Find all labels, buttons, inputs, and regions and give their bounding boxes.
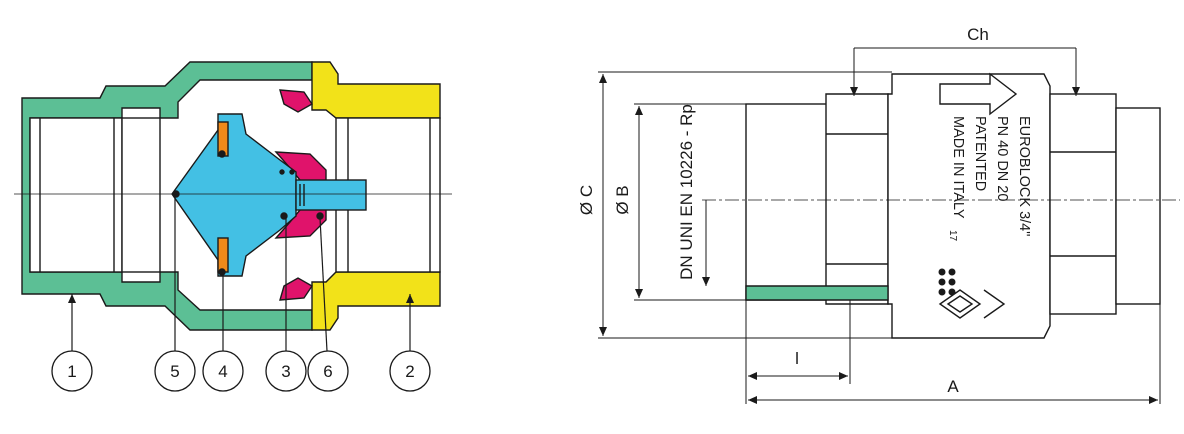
marking-pressure: PN 40 DN 20: [994, 116, 1010, 201]
svg-text:1: 1: [67, 362, 76, 381]
outlet-end: [1115, 107, 1161, 305]
marking-model: EUROBLOCK 3/4": [1016, 116, 1032, 236]
callout-leaders: [68, 196, 414, 352]
dim-label-oc: Ø C: [577, 185, 596, 215]
marking-patent: PATENTED: [972, 116, 988, 191]
svg-text:3: 3: [281, 362, 290, 381]
callout-4: 4: [202, 350, 244, 392]
body-marking: EUROBLOCK 3/4" PN 40 DN 20 PATENTED MADE…: [947, 116, 1032, 242]
date-dots: [938, 268, 956, 296]
callout-1: 1: [51, 350, 93, 392]
svg-text:6: 6: [323, 362, 332, 381]
callout-3: 3: [265, 350, 307, 392]
hex-left: [825, 93, 889, 305]
marking-year: 17: [947, 230, 958, 242]
seal-ring: [279, 89, 313, 113]
marking-origin: MADE IN ITALY: [950, 116, 966, 219]
callout-6: 6: [307, 350, 349, 392]
svg-text:4: 4: [218, 362, 227, 381]
dim-label-a: A: [947, 377, 959, 396]
dimension-lines: [598, 47, 1161, 404]
svg-text:2: 2: [405, 362, 414, 381]
dim-label-ob: Ø B: [613, 185, 632, 214]
union-nut-right: [311, 61, 441, 119]
callout-2: 2: [389, 350, 431, 392]
valve-external-view: [745, 72, 1161, 339]
valve-section-view: [21, 61, 441, 331]
inlet-end: [745, 103, 831, 301]
dim-label-standard: DN UNI EN 10226 - Rp: [677, 104, 696, 280]
hex-right: [1049, 93, 1117, 315]
check-disc: [171, 113, 297, 277]
flow-arrow-icon: [939, 72, 1018, 116]
dim-label-ch: Ch: [967, 25, 989, 44]
callout-5: 5: [154, 350, 196, 392]
svg-text:5: 5: [170, 362, 179, 381]
manufacturer-logo: [938, 289, 1006, 319]
dim-label-l: l: [795, 349, 799, 368]
